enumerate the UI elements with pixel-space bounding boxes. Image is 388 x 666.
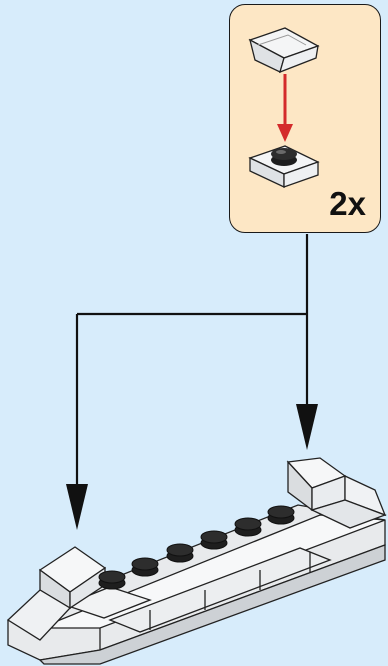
studs (98, 505, 295, 590)
main-assembly (6, 457, 387, 665)
arrow-right-head (296, 404, 318, 450)
placement-arrow (277, 74, 293, 142)
plate-piece (248, 145, 320, 189)
connector-lines (75, 234, 309, 492)
slope-piece (248, 27, 320, 74)
arrow-left-head (66, 484, 88, 530)
quantity-label: 2x (329, 185, 366, 222)
